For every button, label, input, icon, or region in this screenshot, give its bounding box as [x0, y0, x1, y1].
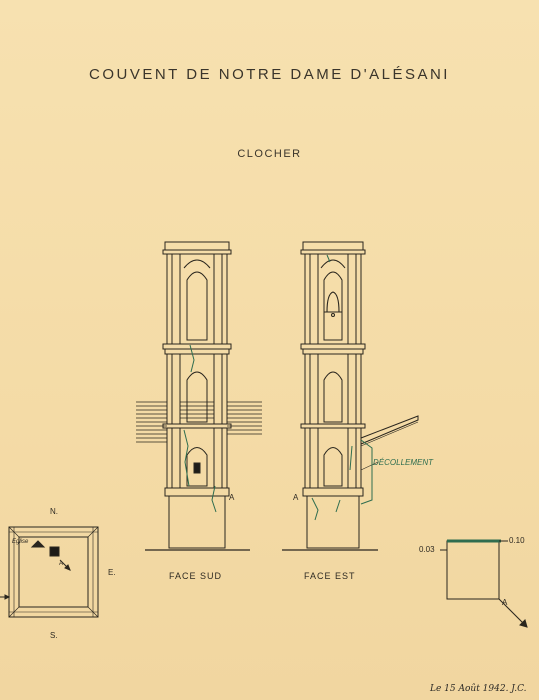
detail-section	[440, 539, 528, 628]
east-view-label: FACE EST	[304, 571, 356, 581]
plan-south: S.	[50, 631, 58, 640]
east-marker: A	[293, 493, 299, 502]
south-marker: A	[229, 493, 235, 502]
site-plan	[0, 526, 99, 618]
east-tower	[282, 241, 419, 551]
plan-north: N.	[50, 507, 58, 516]
south-view-label: FACE SUD	[169, 571, 223, 581]
plan-east: E.	[108, 568, 116, 577]
signature: Le 15 Août 1942. J.C.	[430, 684, 527, 694]
detail-dim-right: 0.10	[509, 536, 525, 545]
plan-marker: A	[59, 561, 64, 567]
drawing-subtitle: CLOCHER	[237, 148, 302, 160]
decollement-annotation: DÉCOLLEMENT	[373, 458, 434, 467]
detail-marker: A	[502, 598, 508, 607]
plan-church-label: Eglise	[12, 539, 29, 545]
detail-dim-left: 0.03	[419, 545, 435, 554]
drawing-title: COUVENT DE NOTRE DAME D'ALÉSANI	[89, 66, 450, 83]
south-tower	[136, 241, 262, 551]
